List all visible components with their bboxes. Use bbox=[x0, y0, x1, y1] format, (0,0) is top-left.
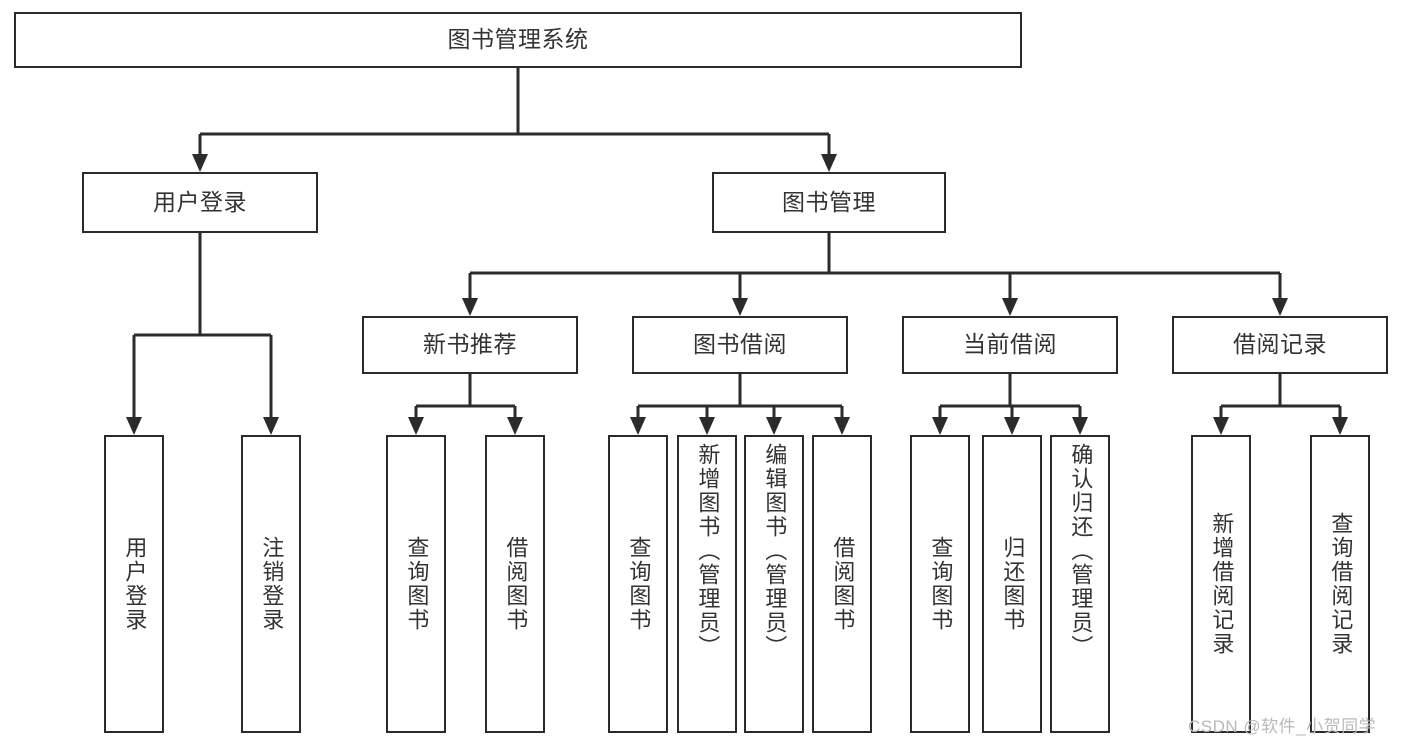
node-label-borrow-record: 借阅记录 bbox=[1233, 331, 1327, 358]
book-borrow-to-leaves-branch-1-arrowhead bbox=[699, 417, 715, 435]
user-login-to-leaves-branch-1-arrowhead bbox=[263, 417, 279, 435]
node-label-leaf-query-book-1: 查询图书 bbox=[404, 536, 430, 632]
node-leaf-return-book[interactable]: 归还图书 bbox=[982, 435, 1042, 733]
node-label-current-borrow: 当前借阅 bbox=[963, 331, 1057, 358]
borrow-record-to-leaves-branch-1-arrowhead bbox=[1332, 417, 1348, 435]
node-label-leaf-borrow-book-1: 借阅图书 bbox=[503, 536, 529, 632]
node-leaf-query-book-2[interactable]: 查询图书 bbox=[608, 435, 668, 733]
node-leaf-borrow-book-1[interactable]: 借阅图书 bbox=[485, 435, 545, 733]
current-borrow-to-leaves-branch-0-arrowhead bbox=[932, 417, 948, 435]
root-to-level2-branch-0-arrowhead bbox=[192, 154, 208, 172]
borrow-record-to-leaves-branch-0-arrowhead bbox=[1213, 417, 1229, 435]
book-borrow-to-leaves-branch-2-arrowhead bbox=[766, 417, 782, 435]
book-borrow-to-leaves-branch-0-arrowhead bbox=[630, 417, 646, 435]
node-label-book-borrow: 图书借阅 bbox=[693, 331, 787, 358]
node-leaf-logout[interactable]: 注销登录 bbox=[241, 435, 301, 733]
current-borrow-to-leaves-branch-1-arrowhead bbox=[1004, 417, 1020, 435]
book-manage-to-level3-branch-2-arrowhead bbox=[1002, 298, 1018, 316]
node-label-leaf-add-record: 新增借阅记录 bbox=[1209, 512, 1235, 656]
node-label-root: 图书管理系统 bbox=[447, 26, 589, 53]
node-leaf-query-book-1[interactable]: 查询图书 bbox=[386, 435, 446, 733]
book-borrow-to-leaves-branch-3-arrowhead bbox=[834, 417, 850, 435]
node-leaf-edit-book[interactable]: 编辑图书（管理员） bbox=[744, 435, 804, 733]
node-root[interactable]: 图书管理系统 bbox=[14, 12, 1022, 68]
user-login-to-leaves-branch-0-arrowhead bbox=[126, 417, 142, 435]
node-label-leaf-edit-book: 编辑图书（管理员） bbox=[762, 443, 788, 659]
current-borrow-to-leaves-branch-2-arrowhead bbox=[1072, 417, 1088, 435]
node-new-book-recommend[interactable]: 新书推荐 bbox=[362, 316, 578, 374]
node-label-new-book-recommend: 新书推荐 bbox=[423, 331, 517, 358]
node-borrow-record[interactable]: 借阅记录 bbox=[1172, 316, 1388, 374]
node-book-borrow[interactable]: 图书借阅 bbox=[632, 316, 848, 374]
book-manage-to-level3-branch-3-arrowhead bbox=[1272, 298, 1288, 316]
root-to-level2-branch-1-arrowhead bbox=[821, 154, 837, 172]
node-current-borrow[interactable]: 当前借阅 bbox=[902, 316, 1118, 374]
node-label-leaf-borrow-book-2: 借阅图书 bbox=[830, 536, 856, 632]
node-label-leaf-query-record: 查询借阅记录 bbox=[1328, 512, 1354, 656]
node-leaf-borrow-book-2[interactable]: 借阅图书 bbox=[812, 435, 872, 733]
node-user-login[interactable]: 用户登录 bbox=[82, 172, 318, 233]
node-label-leaf-return-book: 归还图书 bbox=[1000, 536, 1026, 632]
node-leaf-query-book-3[interactable]: 查询图书 bbox=[910, 435, 970, 733]
node-label-leaf-query-book-3: 查询图书 bbox=[928, 536, 954, 632]
node-leaf-user-login[interactable]: 用户登录 bbox=[104, 435, 164, 733]
node-label-book-manage: 图书管理 bbox=[782, 188, 876, 215]
node-leaf-add-book[interactable]: 新增图书（管理员） bbox=[677, 435, 737, 733]
node-leaf-query-record[interactable]: 查询借阅记录 bbox=[1310, 435, 1370, 733]
new-book-recommend-to-leaves-branch-1-arrowhead bbox=[507, 417, 523, 435]
node-label-leaf-query-book-2: 查询图书 bbox=[626, 536, 652, 632]
node-label-leaf-logout: 注销登录 bbox=[259, 536, 285, 632]
node-leaf-add-record[interactable]: 新增借阅记录 bbox=[1191, 435, 1251, 733]
book-manage-to-level3-branch-0-arrowhead bbox=[462, 298, 478, 316]
node-book-manage[interactable]: 图书管理 bbox=[712, 172, 946, 233]
node-label-leaf-user-login: 用户登录 bbox=[122, 536, 148, 632]
new-book-recommend-to-leaves-branch-0-arrowhead bbox=[408, 417, 424, 435]
node-label-leaf-add-book: 新增图书（管理员） bbox=[695, 443, 721, 659]
book-manage-to-level3-branch-1-arrowhead bbox=[732, 298, 748, 316]
node-label-leaf-confirm-return: 确认归还（管理员） bbox=[1068, 443, 1094, 659]
node-leaf-confirm-return[interactable]: 确认归还（管理员） bbox=[1050, 435, 1110, 733]
node-label-user-login: 用户登录 bbox=[153, 188, 247, 215]
csdn-watermark: CSDN @软件_小贺同学 bbox=[1188, 717, 1377, 736]
